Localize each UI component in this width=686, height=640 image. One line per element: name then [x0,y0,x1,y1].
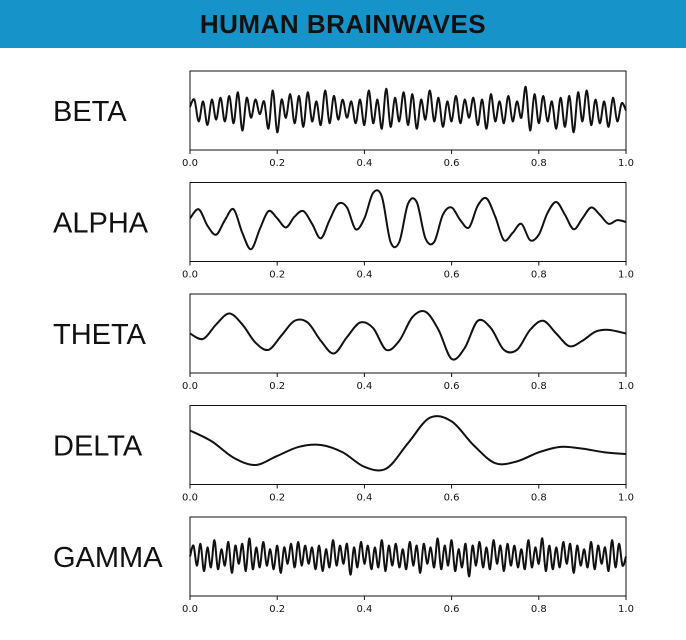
alpha-x-tick-label: 0.4 [356,270,372,281]
beta-x-tick-label: 0.0 [182,158,198,169]
title-banner: HUMAN BRAINWAVES [0,0,686,48]
alpha-x-tick-label: 0.8 [531,270,547,281]
delta-x-tick-label: 0.2 [269,493,285,504]
gamma-x-tick-label: 0.8 [531,604,547,615]
theta-x-tick-label: 0.2 [269,381,285,392]
theta-x-tick-label: 0.6 [444,381,460,392]
gamma-x-tick-label: 1.0 [618,604,634,615]
beta-label: BETA [53,96,127,128]
delta-x-tick-label: 0.6 [444,493,460,504]
page-title: HUMAN BRAINWAVES [199,8,487,39]
beta-x-tick-label: 0.8 [531,158,547,169]
delta-frame [189,405,627,485]
gamma-x-tick-label: 0.6 [444,604,460,615]
delta-label: DELTA [53,431,143,463]
alpha-trace [189,189,627,251]
gamma-trace [189,537,627,578]
alpha-x-tick-label: 0.0 [182,270,198,281]
gamma-label: GAMMA [53,542,163,574]
theta-frame [189,293,627,374]
beta-x-tick-label: 0.2 [269,158,285,169]
delta-x-tick-label: 1.0 [618,493,634,504]
beta-x-tick-label: 1.0 [618,158,634,169]
beta-frame [189,70,627,151]
theta-x-tick-label: 0.0 [182,381,198,392]
delta-x-tick-label: 0.8 [531,493,547,504]
gamma-x-tick-label: 0.0 [182,604,198,615]
alpha-label: ALPHA [53,208,149,240]
beta-trace [189,85,627,134]
delta-x-tick-label: 0.0 [182,493,198,504]
theta-x-tick-label: 0.4 [356,381,372,392]
theta-label: THETA [53,319,147,351]
delta-trace [189,415,627,472]
delta-x-tick-label: 0.4 [356,493,372,504]
alpha-x-tick-label: 0.6 [444,270,460,281]
theta-x-tick-label: 0.8 [531,381,547,392]
beta-x-tick-label: 0.4 [356,158,372,169]
theta-x-tick-label: 1.0 [618,381,634,392]
beta-x-tick-label: 0.6 [444,158,460,169]
alpha-x-tick-label: 0.2 [269,270,285,281]
gamma-x-tick-label: 0.4 [356,604,372,615]
alpha-frame [189,182,627,262]
alpha-x-tick-label: 1.0 [618,270,634,281]
gamma-x-tick-label: 0.2 [269,604,285,615]
theta-trace [189,309,627,361]
